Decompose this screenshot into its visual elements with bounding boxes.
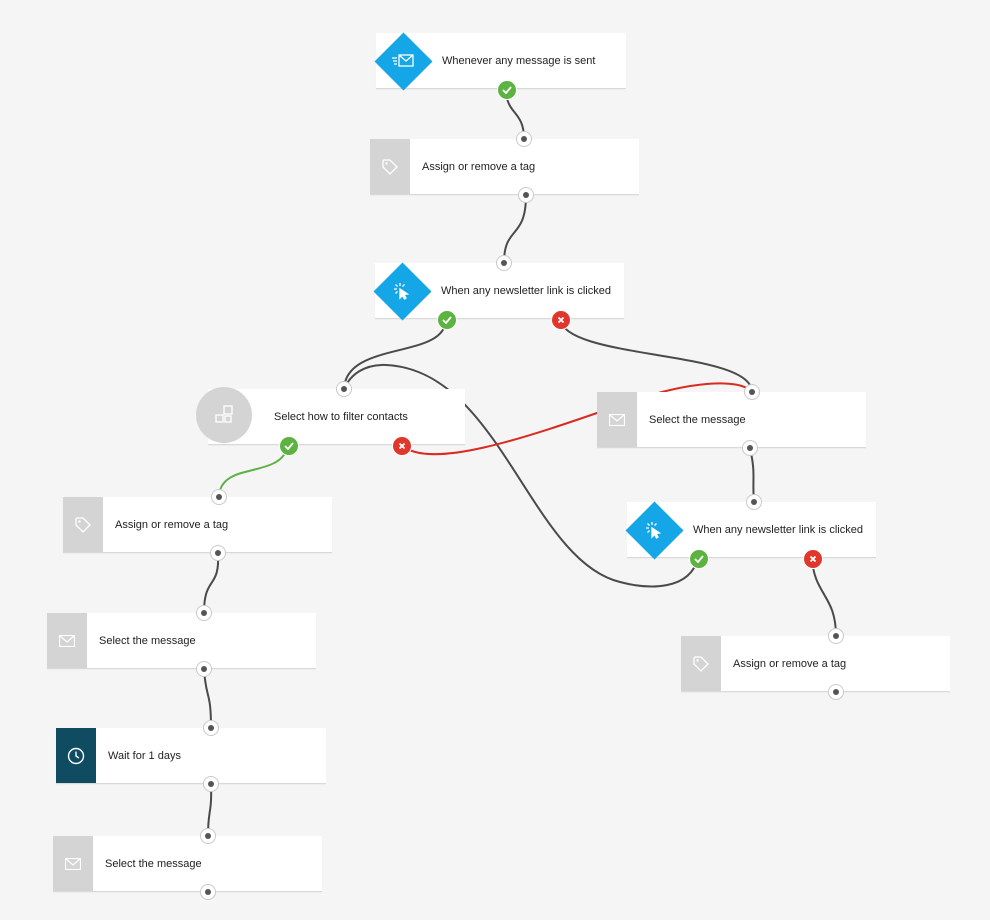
action-select-message[interactable]: Select the message [47,613,316,669]
trigger-icon-wrap [374,32,432,90]
node-label: Select how to filter contacts [274,410,408,423]
output-port[interactable] [210,545,226,561]
node-label: Select the message [105,857,202,870]
node-label: Assign or remove a tag [115,518,229,531]
input-port[interactable] [336,381,352,397]
action-wait[interactable]: Wait for 1 days [56,728,326,784]
action-assign-tag[interactable]: Assign or remove a tag [681,636,950,692]
node-label: Wait for 1 days [108,749,181,762]
output-port[interactable] [196,661,212,677]
trigger-icon-wrap [625,501,683,559]
connector-click1-yes-to-filter [343,318,447,390]
trigger-message-sent[interactable]: Whenever any message is sent [374,32,626,90]
action-assign-tag[interactable]: Assign or remove a tag [63,497,332,553]
yes-branch-check-icon[interactable] [689,549,709,569]
connector-tag-to-message [203,552,220,614]
node-label: Select the message [99,634,196,647]
output-port[interactable] [742,440,758,456]
action-assign-tag[interactable]: Assign or remove a tag [370,139,639,195]
no-branch-x-icon[interactable] [803,549,823,569]
connector-click2-yes-loop [343,363,699,588]
output-port[interactable] [203,776,219,792]
input-port[interactable] [746,494,762,510]
filter-squares-icon [196,387,252,443]
connector-click1-no-to-message [559,318,753,393]
output-port[interactable] [828,684,844,700]
input-port[interactable] [828,628,844,644]
input-port[interactable] [203,720,219,736]
envelope-icon [53,836,93,891]
cursor-click-icon [393,282,411,300]
input-port[interactable] [496,255,512,271]
tag-icon [681,636,721,691]
input-port[interactable] [200,828,216,844]
tag-icon [63,497,103,552]
input-port[interactable] [196,605,212,621]
yes-branch-check-icon[interactable] [437,310,457,330]
node-label: When any newsletter link is clicked [693,523,863,536]
no-branch-x-icon[interactable] [392,436,412,456]
envelope-send-icon [392,54,414,68]
node-label: Select the message [649,413,746,426]
input-port[interactable] [744,384,760,400]
output-port[interactable] [518,187,534,203]
clock-icon [56,728,96,783]
node-label: Whenever any message is sent [442,54,596,67]
connector-filter-yes-to-tag [218,444,289,498]
envelope-icon [47,613,87,668]
action-select-message[interactable]: Select the message [53,836,322,892]
node-label: Assign or remove a tag [733,657,847,670]
envelope-icon [597,392,637,447]
cursor-click-icon [645,521,663,539]
action-select-message[interactable]: Select the message [597,392,866,448]
tag-icon [370,139,410,194]
trigger-icon-wrap [373,262,431,320]
node-label: Assign or remove a tag [422,160,536,173]
trigger-link-clicked[interactable]: When any newsletter link is clicked [625,501,876,559]
output-port[interactable] [200,884,216,900]
condition-filter-contacts[interactable]: Select how to filter contacts [196,387,465,445]
trigger-link-clicked[interactable]: When any newsletter link is clicked [373,262,624,320]
input-port[interactable] [516,131,532,147]
no-branch-x-icon[interactable] [551,310,571,330]
input-port[interactable] [211,489,227,505]
connector-tag1-to-click1 [503,194,527,264]
yes-branch-check-icon[interactable] [279,436,299,456]
node-label: When any newsletter link is clicked [441,284,611,297]
yes-branch-check-icon[interactable] [497,80,517,100]
connector-click2-no-to-tag [811,557,837,637]
